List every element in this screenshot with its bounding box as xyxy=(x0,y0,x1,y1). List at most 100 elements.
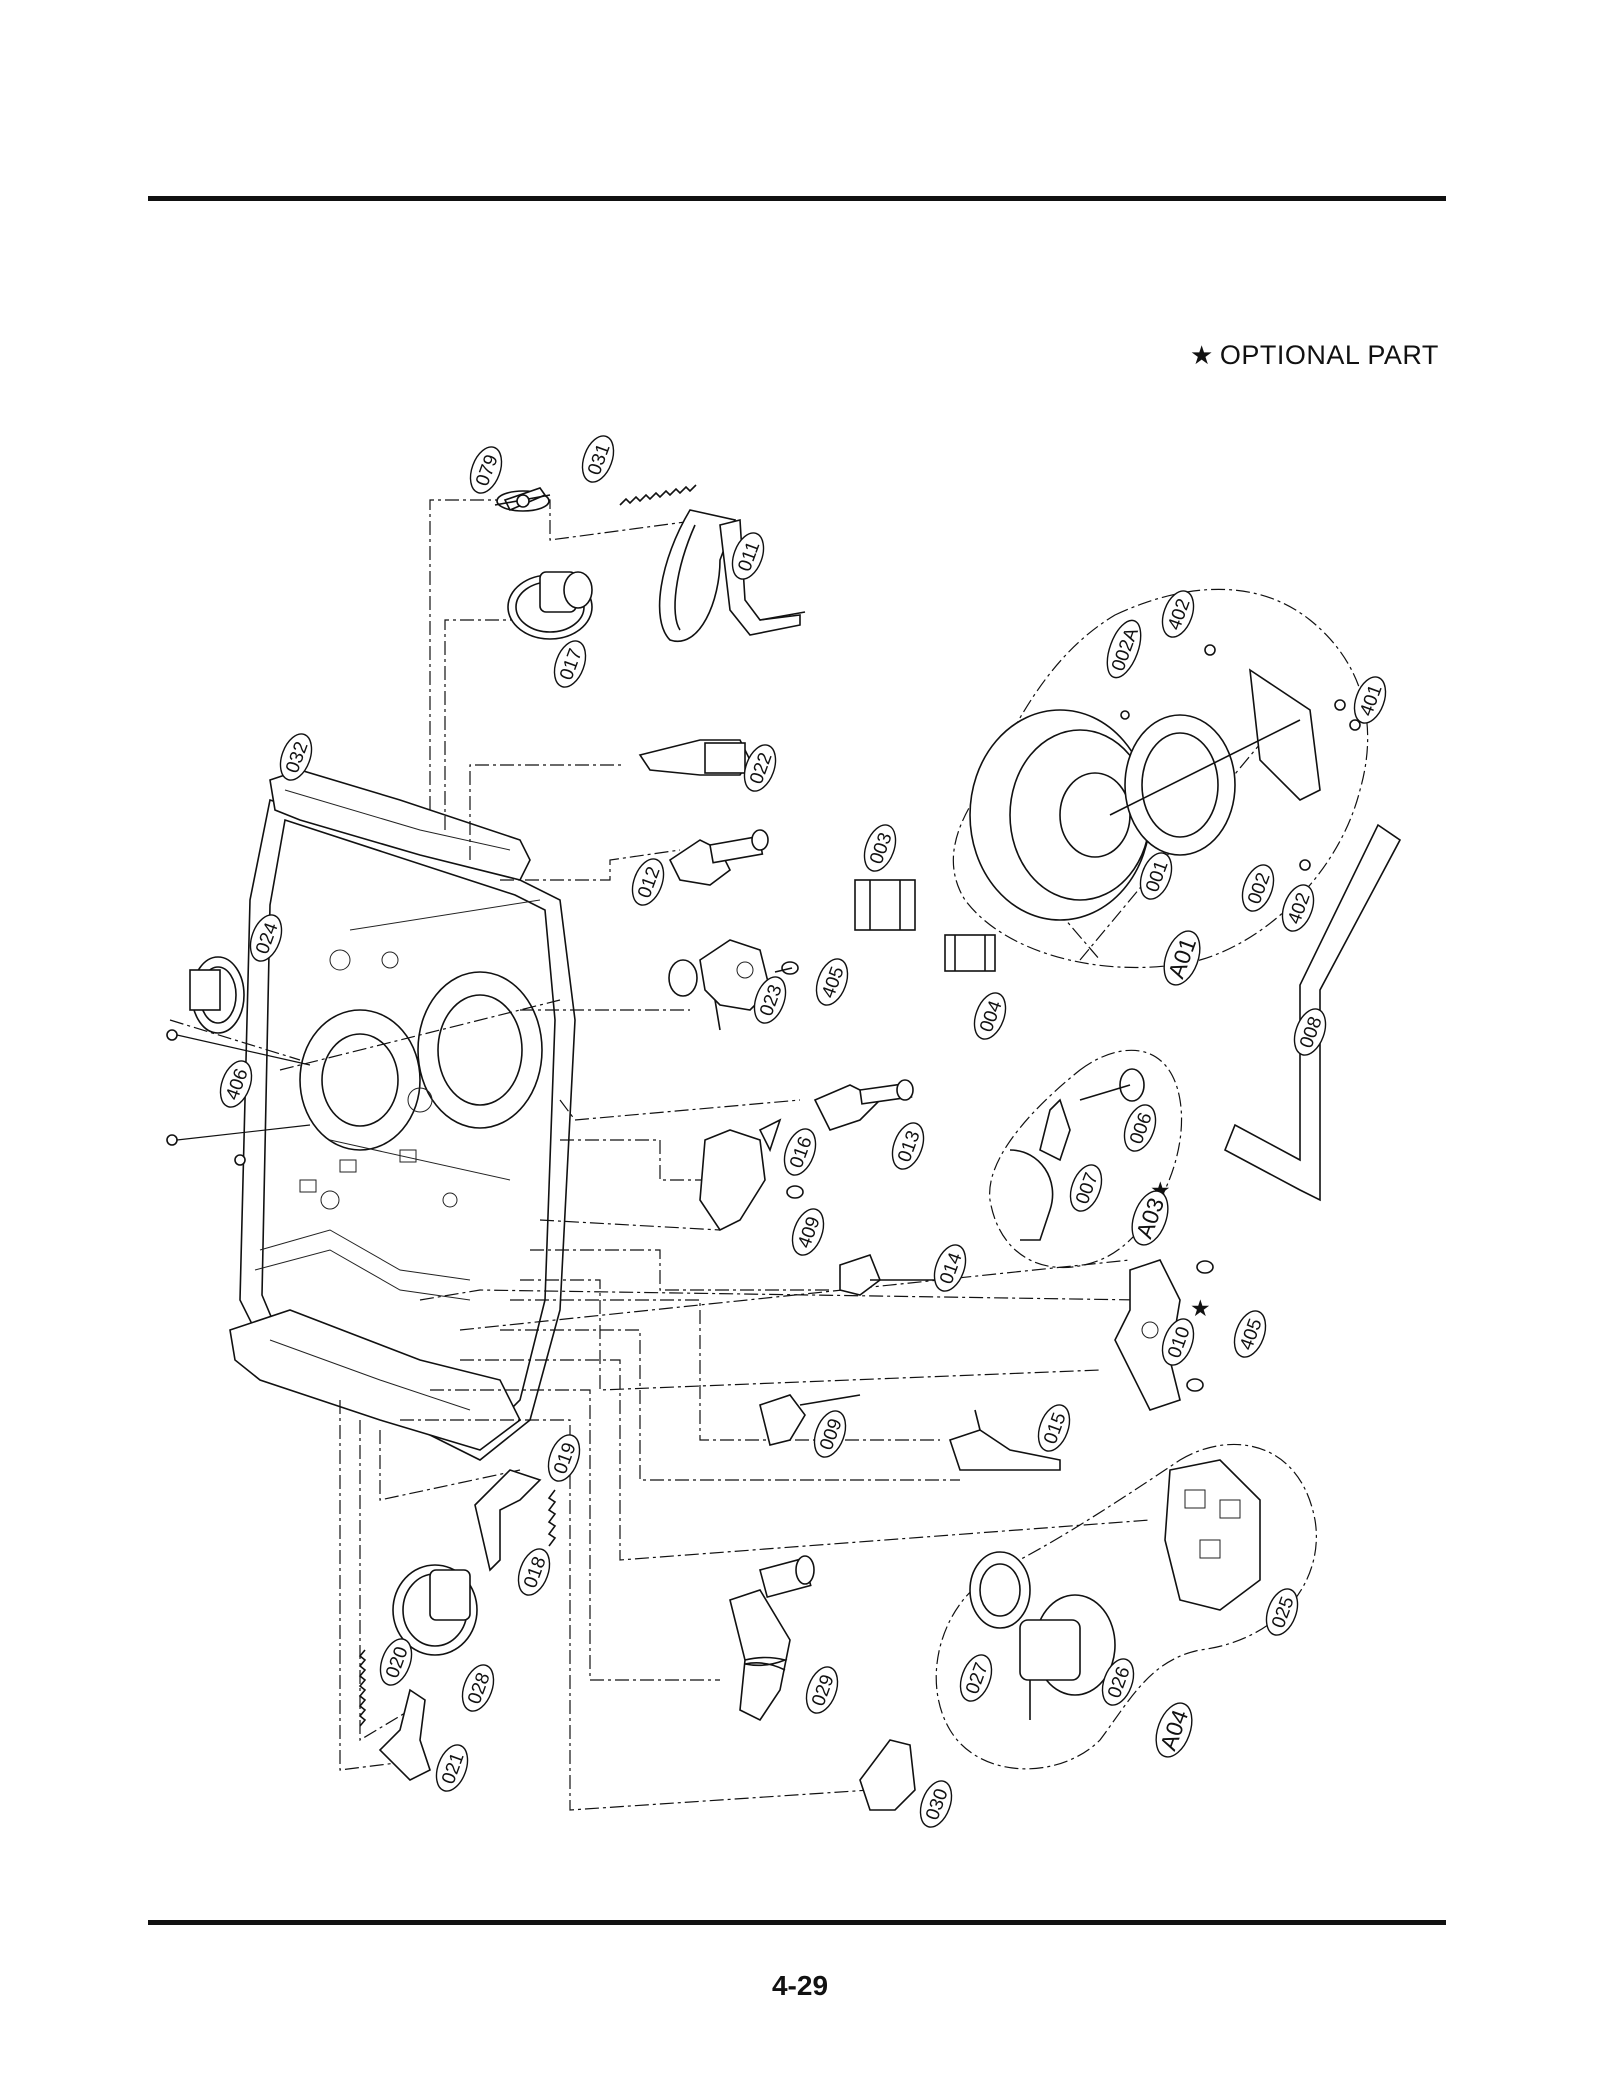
callout-p014: 014 xyxy=(933,1244,967,1292)
part-406-screws xyxy=(166,1029,311,1166)
callout-oval xyxy=(517,1548,551,1596)
part-023-motor-bracket xyxy=(668,939,771,1031)
callout-oval xyxy=(731,532,765,580)
callout-oval xyxy=(1233,1310,1267,1358)
callout-p018: 018 xyxy=(517,1548,551,1596)
part-021-lever xyxy=(378,1688,431,1781)
part-030-bracket xyxy=(859,1739,916,1811)
part-004-holder xyxy=(944,934,996,972)
callout-oval xyxy=(1037,1404,1071,1452)
callout-oval xyxy=(933,1244,967,1292)
assembly-label: A03 xyxy=(1131,1194,1169,1241)
page-number: 4-29 xyxy=(771,1970,829,2001)
callout-oval xyxy=(249,914,283,962)
part-405b-screws xyxy=(1186,1260,1214,1392)
top-rule xyxy=(148,196,1446,201)
callout-p013: 013 xyxy=(891,1122,925,1170)
callout-oval xyxy=(1281,884,1315,932)
callout-oval xyxy=(791,1208,825,1256)
part-020-spring xyxy=(358,1649,367,1727)
part-018-spring xyxy=(547,1489,557,1547)
part-409-screw xyxy=(786,1185,804,1199)
callout-p019: 019 xyxy=(547,1434,581,1482)
callout-oval xyxy=(1353,676,1387,724)
callout-oval xyxy=(891,1122,925,1170)
callout-oval xyxy=(1139,852,1173,900)
callout-assembly-a01: A01 xyxy=(1163,930,1201,986)
bottom-rule xyxy=(148,1920,1446,1925)
part-017-gear xyxy=(507,571,593,640)
callout-oval xyxy=(1131,1190,1169,1246)
callout-oval xyxy=(1163,930,1201,986)
part-029-pinch-arm xyxy=(729,1555,815,1722)
part-012-arm xyxy=(668,829,769,886)
callout-p079: 079 xyxy=(469,446,503,494)
star-icon: ★ xyxy=(1190,340,1214,370)
callout-p029: 029 xyxy=(805,1666,839,1714)
callout-p002A: 002A xyxy=(1106,619,1143,679)
part-009-arm xyxy=(759,1394,861,1446)
part-028-gear xyxy=(392,1564,478,1656)
callout-oval xyxy=(815,958,849,1006)
callout-p405a: 405 xyxy=(815,958,849,1006)
callout-p011: 011 xyxy=(731,532,765,580)
assembly-label: A01 xyxy=(1163,934,1201,981)
callout-oval xyxy=(1069,1164,1103,1212)
callout-oval xyxy=(461,1664,495,1712)
callout-p002: 002 xyxy=(1241,864,1275,912)
callout-oval xyxy=(783,1128,817,1176)
callout-oval xyxy=(553,640,587,688)
callout-oval xyxy=(1161,1318,1195,1366)
callout-oval xyxy=(959,1654,993,1702)
optional-part-legend: ★OPTIONAL PART xyxy=(1190,340,1439,371)
callout-p012: 012 xyxy=(631,858,665,906)
callout-oval xyxy=(753,976,787,1024)
part-014-link xyxy=(839,1254,940,1296)
callout-p028: 028 xyxy=(461,1664,495,1712)
callout-oval xyxy=(1161,590,1195,638)
callout-p017: 017 xyxy=(553,640,587,688)
part-003-holder xyxy=(854,879,916,931)
callout-oval xyxy=(743,744,777,792)
callout-p025: 025 xyxy=(1265,1588,1299,1636)
callout-oval xyxy=(547,1434,581,1482)
part-079-pulley xyxy=(494,487,551,512)
callout-p401: 401 xyxy=(1353,676,1387,724)
callout-oval xyxy=(805,1666,839,1714)
callout-p402b: 402 xyxy=(1281,884,1315,932)
callout-p020: 020 xyxy=(379,1638,413,1686)
callout-oval xyxy=(581,435,615,483)
guide-lines xyxy=(169,499,1281,1811)
assembly-label: A04 xyxy=(1155,1706,1194,1754)
callout-p001: 001 xyxy=(1139,852,1173,900)
part-031-spring xyxy=(619,484,697,506)
callout-oval xyxy=(1293,1008,1327,1056)
callout-oval xyxy=(435,1744,469,1792)
part-024-gear xyxy=(189,956,245,1034)
p010-optional-star: ★ xyxy=(1190,1295,1211,1321)
callout-p004: 004 xyxy=(973,992,1007,1040)
callout-oval xyxy=(219,1060,253,1108)
callout-oval xyxy=(379,1638,413,1686)
legend-text: OPTIONAL PART xyxy=(1219,340,1439,370)
callout-p030: 030 xyxy=(919,1780,953,1828)
callout-p016: 016 xyxy=(783,1128,817,1176)
callout-oval xyxy=(973,992,1007,1040)
part-016-lever xyxy=(699,1118,782,1232)
assembly-a04-outline xyxy=(935,1443,1317,1770)
callout-oval xyxy=(813,1410,847,1458)
callout-oval xyxy=(1123,1104,1157,1152)
part-022-sensor xyxy=(638,739,751,776)
callout-p015: 015 xyxy=(1037,1404,1071,1452)
callout-oval xyxy=(631,858,665,906)
part-010-plate xyxy=(1114,1259,1181,1411)
callout-oval xyxy=(1265,1588,1299,1636)
callout-p406: 406 xyxy=(219,1060,253,1108)
part-019-bracket xyxy=(474,1469,542,1572)
assembly-a03-outline xyxy=(989,1049,1183,1269)
callout-p024: 024 xyxy=(249,914,283,962)
callout-oval xyxy=(1101,1658,1135,1706)
part-015-slider xyxy=(948,1409,1061,1471)
